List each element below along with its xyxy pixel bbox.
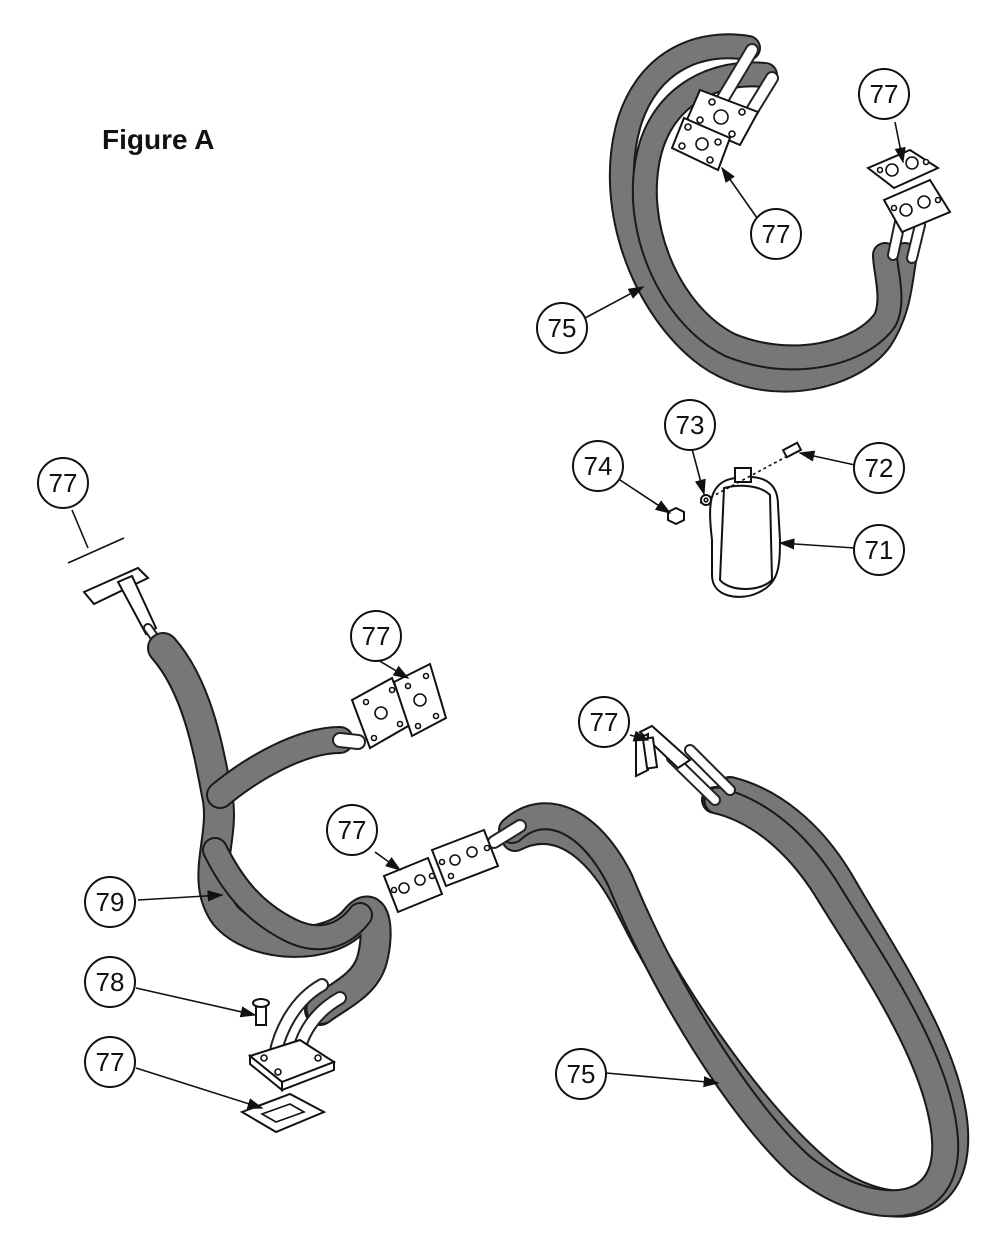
callout-c7: 71 [853, 524, 905, 576]
callout-label: 77 [49, 468, 78, 498]
callout-c1: 77 [858, 68, 910, 120]
flange-bottom-left [430, 828, 500, 888]
bolt-78 [252, 998, 270, 1026]
callout-label: 72 [865, 453, 894, 483]
leader-c15 [605, 1072, 720, 1088]
washer-73 [700, 494, 712, 506]
callout-label: 78 [96, 967, 125, 997]
callout-label: 75 [548, 313, 577, 343]
leader-c5 [616, 477, 672, 514]
callout-c11: 77 [326, 804, 378, 856]
flange-top-left [82, 566, 158, 636]
callout-c4: 73 [664, 399, 716, 451]
callout-c10: 77 [578, 696, 630, 748]
callout-c8: 77 [37, 457, 89, 509]
flange-bottom [247, 1038, 337, 1093]
callout-label: 77 [870, 79, 899, 109]
hose-clamp [699, 451, 796, 598]
hose-assembly-top [608, 33, 952, 393]
callout-c6: 72 [853, 442, 905, 494]
leader-c2 [721, 166, 763, 226]
callout-label: 77 [590, 707, 619, 737]
leader-c4 [690, 444, 706, 496]
callout-label: 77 [96, 1047, 125, 1077]
gasket-bottom [239, 1092, 327, 1134]
leader-c12 [137, 890, 224, 902]
hose-bottom-b [498, 786, 960, 1218]
flange-branch [350, 676, 412, 750]
callout-c3: 75 [536, 302, 588, 354]
callout-label: 77 [362, 621, 391, 651]
flange-plate-right [882, 178, 952, 234]
callout-c15: 75 [555, 1048, 607, 1100]
gasket-branch [392, 662, 448, 738]
callout-c2: 77 [750, 208, 802, 260]
leader-c11 [374, 851, 402, 871]
nut-74 [667, 506, 685, 526]
callout-c5: 74 [572, 440, 624, 492]
callout-label: 71 [865, 535, 894, 565]
hose-assembly-bottom [382, 724, 970, 1218]
flange-top-right [635, 724, 692, 778]
leader-c1 [894, 121, 906, 164]
figure-title: Figure A [102, 124, 215, 155]
leader-c8 [71, 509, 89, 549]
leader-c9 [377, 659, 410, 679]
callout-label: 73 [676, 410, 705, 440]
leader-c6 [798, 450, 856, 466]
hose-assembly-left [82, 566, 448, 1134]
leader-lines [67, 121, 906, 1109]
callout-c14: 77 [84, 1036, 136, 1088]
leader-c10 [629, 730, 650, 742]
callout-c12: 79 [84, 876, 136, 928]
callout-label: 79 [96, 887, 125, 917]
leader-c7 [778, 538, 856, 550]
leader-c13 [135, 987, 257, 1018]
callout-label: 75 [567, 1059, 596, 1089]
bolt-72 [781, 441, 803, 459]
callout-label: 77 [338, 815, 367, 845]
leader-c3 [584, 286, 645, 319]
callout-c9: 77 [350, 610, 402, 662]
leader-c8b [67, 537, 125, 564]
callout-c13: 78 [84, 956, 136, 1008]
leader-c14 [135, 1067, 264, 1109]
flange-plate [684, 88, 760, 147]
gasket-bottom-left [382, 856, 444, 914]
gasket-plate [670, 116, 732, 172]
callout-label: 74 [584, 451, 613, 481]
callout-label: 77 [762, 219, 791, 249]
